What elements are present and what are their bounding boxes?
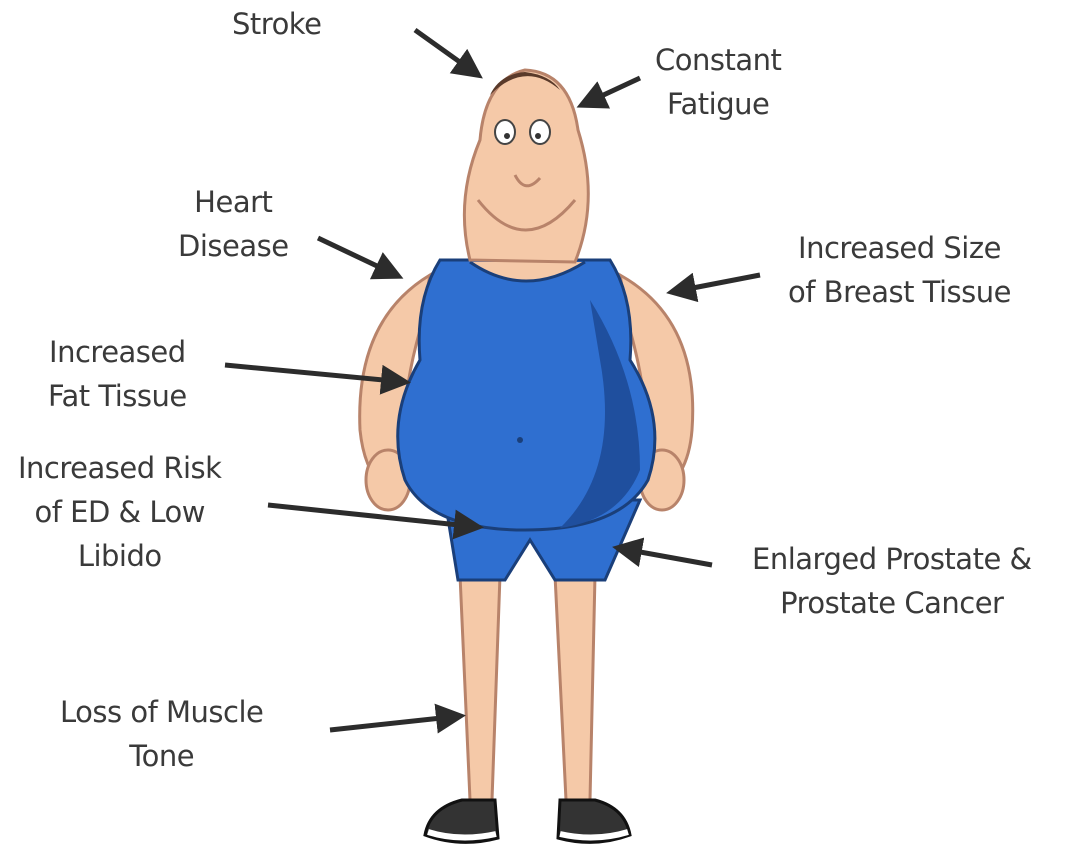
label-muscle-tone: Loss of Muscle Tone <box>60 690 263 778</box>
label-heart-line-2: Disease <box>178 224 289 268</box>
label-breast-line-2: of Breast Tissue <box>788 270 1011 314</box>
label-ed-libido: Increased Risk of ED & Low Libido <box>18 446 221 578</box>
legs <box>460 575 595 800</box>
label-heart-disease: Heart Disease <box>178 180 289 268</box>
head <box>464 70 588 262</box>
arrow-fatigue <box>582 78 640 105</box>
label-stroke-line-1: Stroke <box>232 2 321 46</box>
label-fat-line-1: Increased <box>48 330 187 374</box>
label-muscle-line-1: Loss of Muscle <box>60 690 263 734</box>
label-ed-line-3: Libido <box>18 534 221 578</box>
label-breast-tissue: Increased Size of Breast Tissue <box>788 226 1011 314</box>
label-breast-line-1: Increased Size <box>788 226 1011 270</box>
arrow-breast <box>672 275 760 292</box>
arrow-stroke <box>415 30 478 75</box>
label-fat-tissue: Increased Fat Tissue <box>48 330 187 418</box>
label-muscle-line-2: Tone <box>60 734 263 778</box>
arrow-heart <box>318 238 398 276</box>
torso <box>398 260 655 530</box>
shoes <box>425 800 630 842</box>
label-ed-line-1: Increased Risk <box>18 446 221 490</box>
arrow-muscle <box>330 716 460 730</box>
label-prostate-line-1: Enlarged Prostate & <box>752 537 1032 581</box>
label-fatigue-line-2: Fatigue <box>655 82 781 126</box>
label-stroke: Stroke <box>232 2 321 46</box>
arrow-prostate <box>618 548 712 565</box>
label-prostate: Enlarged Prostate & Prostate Cancer <box>752 537 1032 625</box>
label-ed-line-2: of ED & Low <box>18 490 221 534</box>
label-heart-line-1: Heart <box>178 180 289 224</box>
label-fat-line-2: Fat Tissue <box>48 374 187 418</box>
label-fatigue-line-1: Constant <box>655 38 781 82</box>
label-constant-fatigue: Constant Fatigue <box>655 38 781 126</box>
label-prostate-line-2: Prostate Cancer <box>752 581 1032 625</box>
